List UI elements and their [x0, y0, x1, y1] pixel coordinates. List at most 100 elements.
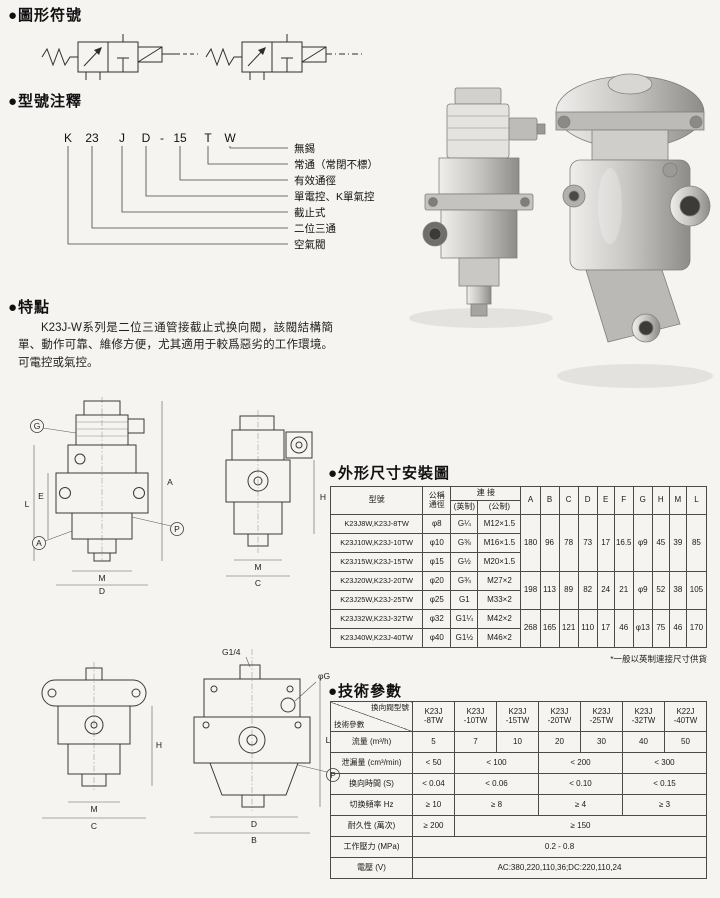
valve-photo-left	[409, 87, 553, 328]
dims-header-G: G	[632, 486, 653, 515]
tech-row-label: 耐久性 (萬次)	[330, 815, 413, 837]
dims-header-M: M	[668, 486, 687, 515]
dims-header-D: D	[577, 486, 598, 515]
dim-label: G	[34, 421, 41, 431]
dim-label: C	[91, 821, 97, 831]
tech-row-label: 切换頻率 Hz	[330, 794, 413, 816]
table-row: 電壓 (V) AC:380,220,110,36;DC:220,110,24	[330, 857, 707, 879]
tech-col-header: K23J -25TW	[580, 701, 623, 732]
dims-header-connection: 連 接	[450, 486, 522, 501]
tech-row-label: 工作壓力 (MPa)	[330, 836, 413, 858]
model-code-char: 23	[85, 131, 99, 145]
dimension-drawing-front: G A E L A P M D	[25, 397, 184, 595]
model-cell: K23J20W,K23J-20TW	[329, 571, 424, 591]
tech-value: < 300	[622, 752, 707, 774]
dim-label: M	[98, 573, 105, 583]
dim-cell: φ13	[632, 609, 653, 648]
bore-cell: φ10	[422, 533, 452, 553]
dimension-drawing-rear: H M C	[41, 662, 162, 831]
model-code-label: 無錫	[294, 142, 315, 155]
dims-header-L: L	[685, 486, 708, 515]
dim-label: A	[36, 538, 42, 548]
dim-label: M	[254, 562, 261, 572]
met-cell: M27×2	[477, 571, 522, 591]
dim-cell: 17	[596, 609, 615, 648]
dim-cell: 45	[651, 514, 670, 572]
tech-value: 50	[664, 731, 707, 753]
dim-cell: φ9	[632, 571, 653, 610]
dim-cell: 82	[577, 571, 598, 610]
bore-cell: φ20	[422, 571, 452, 591]
tech-col-header: K23J -32TW	[622, 701, 665, 732]
tech-value: < 0.10	[538, 773, 623, 795]
dim-label: H	[156, 740, 162, 750]
dim-cell: 198	[520, 571, 541, 610]
pneumatic-symbol-right	[205, 34, 362, 80]
dim-label: L	[25, 499, 30, 509]
dim-cell: 268	[520, 609, 541, 648]
section-title-features: ●特點	[8, 299, 51, 316]
model-code-char: W	[224, 131, 236, 145]
table-row: 工作壓力 (MPa) 0.2 - 0.8	[330, 836, 707, 858]
dim-cell: 17	[596, 514, 615, 572]
bore-cell: φ8	[422, 514, 452, 534]
dim-label: L	[326, 735, 331, 745]
table-row: 换向時間 (S) < 0.04 < 0.06 < 0.10 < 0.15	[330, 773, 707, 795]
dim-cell: 46	[668, 609, 687, 648]
dim-cell: 52	[651, 571, 670, 610]
tech-value: 7	[454, 731, 497, 753]
dim-cell: 105	[685, 571, 708, 610]
tech-col-header: K22J -40TW	[664, 701, 707, 732]
model-code-label: 截止式	[294, 206, 326, 219]
model-code-label: 有效通徑	[294, 174, 336, 187]
imp-cell: G¾	[450, 571, 479, 591]
model-code-label: 單電控、K單氣控	[294, 190, 375, 203]
dim-label: φG	[318, 671, 330, 681]
tech-value: < 100	[454, 752, 539, 774]
table-row: K23J32W,K23J-32TW φ32 G1¼ M42×2 268 165 …	[329, 609, 708, 648]
dims-header-B: B	[539, 486, 560, 515]
table-row: K23J40W,K23J-40TW φ40 G1½ M46×2	[329, 628, 707, 648]
dim-label: B	[251, 835, 257, 845]
met-cell: M33×2	[477, 590, 522, 610]
model-code-char: K	[64, 131, 72, 145]
dims-header-A: A	[520, 486, 541, 515]
dim-label: C	[255, 578, 261, 588]
met-cell: M20×1.5	[477, 552, 522, 572]
section-title-dimensions: ●外形尺寸安裝圖	[328, 465, 451, 482]
dim-cell: 39	[668, 514, 687, 572]
model-cell: K23J25W,K23J-25TW	[329, 590, 424, 610]
imp-cell: G1½	[450, 628, 479, 648]
imp-cell: G1	[450, 590, 479, 610]
dim-cell: φ9	[632, 514, 653, 572]
tech-value: < 50	[412, 752, 455, 774]
tech-value: ≥ 3	[622, 794, 707, 816]
tech-value: 30	[580, 731, 623, 753]
dims-subheader-row: (英制) (公制)	[331, 500, 707, 515]
model-code-label: 空氣閥	[294, 238, 326, 251]
dim-label: E	[38, 491, 44, 501]
imp-cell: G1¼	[450, 609, 479, 629]
dim-cell: 16.5	[613, 514, 634, 572]
tech-value: 5	[412, 731, 455, 753]
dim-cell: 110	[577, 609, 598, 648]
tech-params-table: 换向閥型號 技術參數 K23J -8TW K23J -10TW K23J -15…	[330, 701, 707, 879]
dims-header-bore-line2: 通徑	[428, 499, 445, 509]
model-cell: K23J15W,K23J-15TW	[329, 552, 424, 572]
tech-corner-cell: 换向閥型號 技術參數	[330, 701, 413, 732]
table-row: 流量 (m³/h) 5 7 10 20 30 40 50	[330, 731, 707, 753]
tech-value: ≥ 200	[412, 815, 455, 837]
table-row: 切换頻率 Hz ≥ 10 ≥ 8 ≥ 4 ≥ 3	[330, 794, 707, 816]
dims-header-C: C	[558, 486, 579, 515]
met-cell: M12×1.5	[477, 514, 522, 534]
pneumatic-symbols	[41, 34, 362, 80]
bore-cell: φ40	[422, 628, 452, 648]
tech-value: 20	[538, 731, 581, 753]
dims-header-metric: (公制)	[477, 500, 522, 515]
model-cell: K23J40W,K23J-40TW	[329, 628, 424, 648]
dim-cell: 165	[539, 609, 560, 648]
dims-note: *一般以英制連接尺寸供貨	[610, 654, 707, 664]
model-code-char: J	[119, 131, 125, 145]
bore-cell: φ15	[422, 552, 452, 572]
tech-value: 10	[496, 731, 539, 753]
